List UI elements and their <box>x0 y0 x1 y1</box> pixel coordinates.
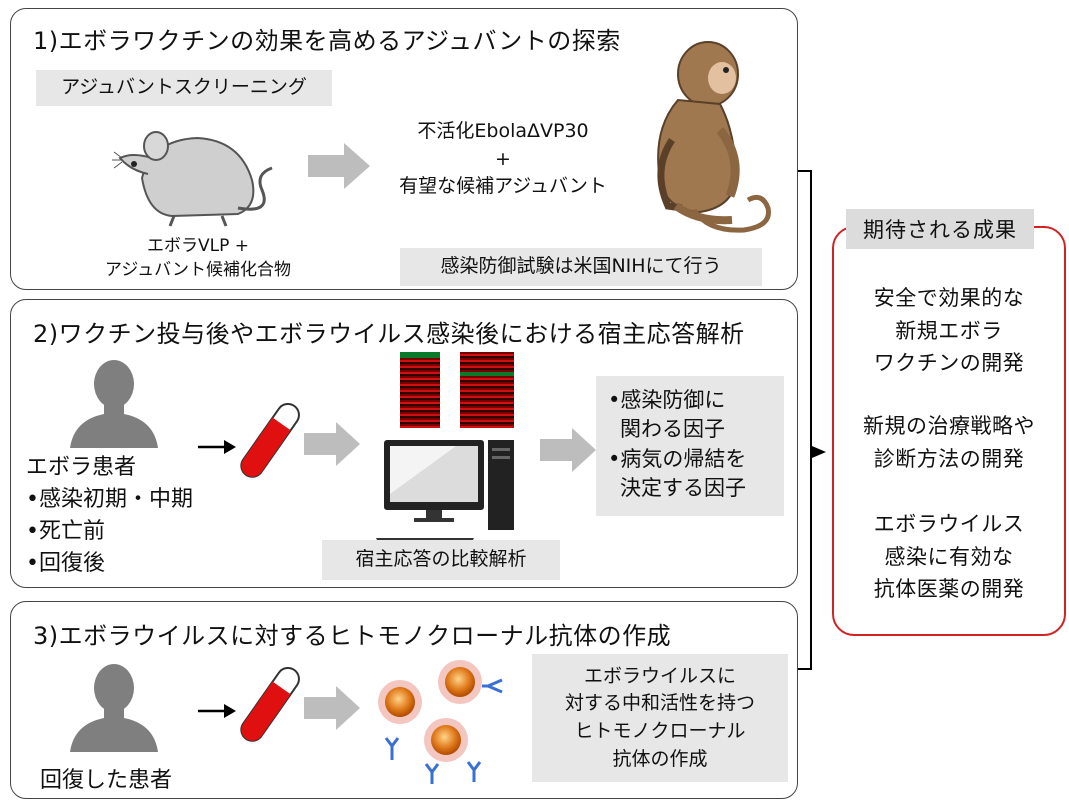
result-antibody-line2: 感染に有効な <box>884 544 1014 569</box>
result-treatment-line1: 新規の治療戦略や <box>863 414 1035 438</box>
stage-pre-death: •死亡前 <box>26 518 105 544</box>
factor-outcome-cont: 決定する因子 <box>620 476 746 501</box>
result-antibody: エボラウイルス 感染に有効な 抗体医薬の開発 <box>835 508 1063 606</box>
recovered-patient-label: 回復した患者 <box>40 768 173 793</box>
monoclonal-result-box: エボラウイルスに 対する中和活性を持つ ヒトモノクローナル 抗体の作成 <box>532 654 788 782</box>
arrow-right-icon <box>304 422 360 466</box>
panel3-title: 3)エボラウイルスに対するヒトモノクローナル抗体の作成 <box>33 622 672 650</box>
blood-tube-icon <box>240 666 300 742</box>
candidate-adjuvant-label: 有望な候補アジュバント <box>399 175 607 198</box>
factor-protection: •感染防御に <box>608 388 726 412</box>
expected-results-title: 期待される成果 <box>846 209 1034 249</box>
mouse-icon <box>112 131 273 227</box>
bracket-top <box>798 170 812 172</box>
stage-early: •感染初期・中期 <box>26 486 193 512</box>
result-line-1: エボラウイルスに <box>583 664 736 687</box>
blood-tube-icon <box>240 402 300 478</box>
result-vaccine-line1: 安全で効果的な <box>873 286 1025 310</box>
arrow-right-icon <box>308 143 370 189</box>
screening-label: アジュバントスクリーニング <box>36 70 332 106</box>
panel2-title: 2)ワクチン投与後やエボラウイルス感染後における宿主応答解析 <box>33 320 745 348</box>
panel1-title: 1)エボラワクチンの効果を高めるアジュバントの探索 <box>33 27 621 55</box>
monkey-icon <box>657 41 771 233</box>
bracket-bottom <box>798 668 812 670</box>
result-antibody-line1: エボラウイルス <box>873 512 1025 536</box>
expected-results-box <box>832 226 1066 636</box>
mouse-caption: エボラVLP + アジュバント候補化合物 <box>76 235 320 283</box>
factors-box: •感染防御に 関わる因子 •病気の帰結を 決定する因子 <box>596 376 784 516</box>
mouse-caption-line2: アジュバント候補化合物 <box>105 259 291 280</box>
plus-sign: + <box>495 147 511 170</box>
result-antibody-line3: 抗体医薬の開発 <box>873 577 1025 602</box>
mouse-caption-line1: エボラVLP + <box>147 236 249 256</box>
result-vaccine-line2: 新規エボラ <box>895 318 1003 343</box>
inactivated-ebola-label: 不活化EbolaΔVP30 <box>417 120 589 142</box>
arrow-right-icon <box>198 440 236 454</box>
nih-test-note: 感染防御試験は米国NIHにて行う <box>400 248 762 286</box>
result-line-3: ヒトモノクローナル <box>574 720 746 742</box>
result-treatment: 新規の治療戦略や 診断方法の開発 <box>835 410 1063 475</box>
factor-outcome: •病気の帰結を <box>608 446 747 471</box>
stage-recovered: •回復後 <box>26 550 105 576</box>
result-vaccine: 安全で効果的な 新規エボラ ワクチンの開発 <box>835 282 1063 380</box>
result-vaccine-line3: ワクチンの開発 <box>873 351 1025 376</box>
person-icon <box>70 360 158 448</box>
computer-icon <box>376 440 514 550</box>
arrow-right-icon <box>812 446 826 458</box>
arrow-right-icon <box>304 686 360 730</box>
vaccine-combination: 不活化EbolaΔVP30 + 有望な候補アジュバント <box>378 118 628 201</box>
bracket-vertical <box>810 170 812 670</box>
person-icon <box>70 664 158 752</box>
arrow-right-icon <box>540 428 596 472</box>
comparative-analysis-label: 宿主応答の比較解析 <box>322 540 560 580</box>
factor-protection-cont: 関わる因子 <box>620 417 725 442</box>
ebola-patients-label: エボラ患者 <box>26 455 137 480</box>
result-treatment-line2: 診断方法の開発 <box>873 446 1025 471</box>
heatmap-icon <box>400 352 514 428</box>
arrow-right-icon <box>198 704 236 718</box>
patient-info: エボラ患者 •感染初期・中期 •死亡前 •回復後 <box>26 452 193 580</box>
result-line-4: 抗体の作成 <box>612 747 708 770</box>
antibody-cells-icon <box>378 660 503 784</box>
result-line-2: 対する中和活性を持つ <box>564 692 755 715</box>
